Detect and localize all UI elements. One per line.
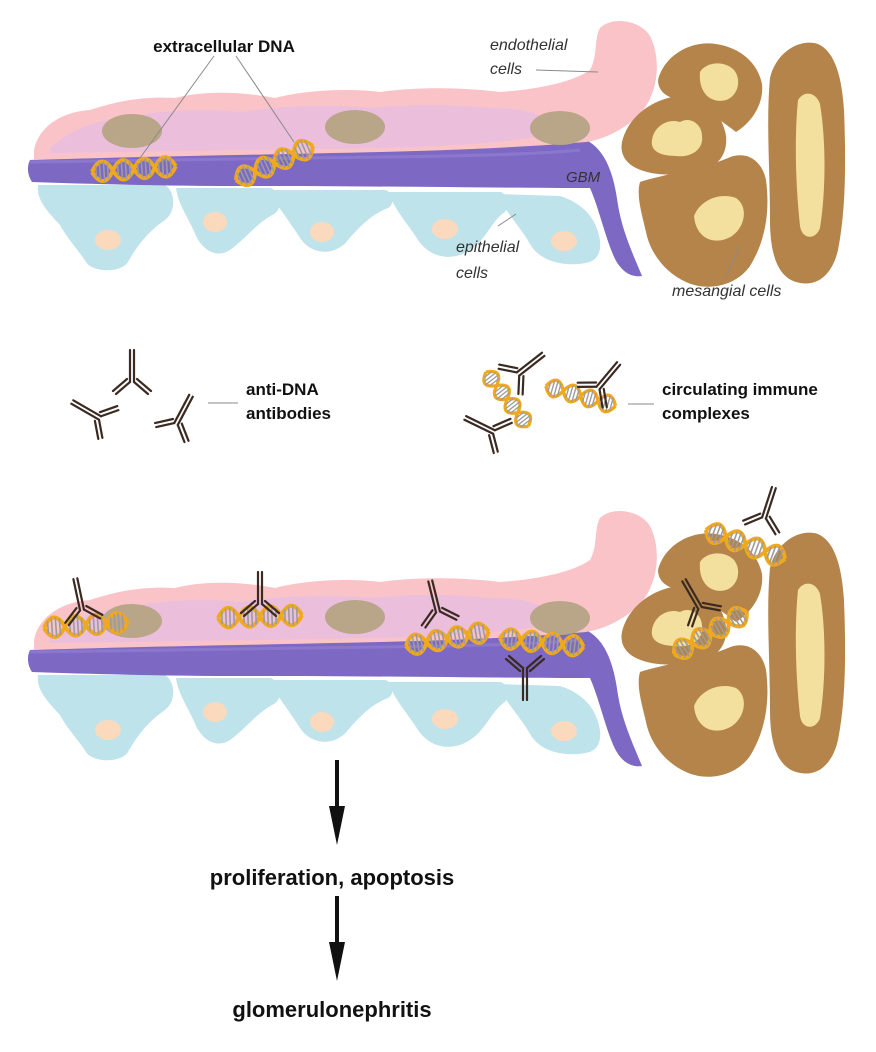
- epithelial-label-line1: epithelial: [456, 239, 520, 256]
- anti-dna-label-line1: anti-DNA: [246, 380, 319, 399]
- leader-line: [497, 213, 517, 227]
- anti-dna-antibodies-group: [61, 348, 209, 445]
- glomerulus-panel-bottom: [26, 480, 846, 777]
- epithelial-cells-bottom: [37, 675, 601, 761]
- epithelial-label-line2: cells: [456, 265, 488, 282]
- endothelial-cells-bottom: [34, 511, 657, 650]
- antibody-icon: [574, 350, 635, 411]
- antibody-icon: [152, 385, 209, 445]
- endothelial-label-line1: endothelial: [490, 37, 568, 54]
- immune-complexes-group: [455, 338, 635, 456]
- endothelial-label-line2: cells: [490, 61, 522, 78]
- immune-complexes-label-line1: circulating immune: [662, 380, 818, 399]
- leader-line: [235, 55, 295, 143]
- leader-line: [725, 247, 739, 279]
- immune-complexes-label-line2: complexes: [662, 404, 750, 423]
- antibody-icon: [61, 384, 121, 442]
- gbm-label: GBM: [566, 169, 601, 186]
- arrow-down-icon: [329, 760, 345, 845]
- leader-line: [535, 69, 599, 73]
- proliferation-apoptosis-label: proliferation, apoptosis: [210, 865, 454, 890]
- anti-dna-label-line2: antibodies: [246, 404, 331, 423]
- glomerulus-panel-top: [26, 21, 846, 287]
- leader-line: [139, 55, 215, 159]
- epithelial-cells-top: [37, 185, 601, 271]
- antibody-icon: [111, 348, 153, 396]
- dna-helix: [477, 365, 537, 433]
- antibody-icon: [741, 480, 794, 537]
- arrow-down-icon: [329, 896, 345, 981]
- mesangial-label: mesangial cells: [672, 283, 781, 300]
- extracellular-dna-label: extracellular DNA: [153, 37, 295, 56]
- glomerulonephritis-label: glomerulonephritis: [232, 997, 431, 1022]
